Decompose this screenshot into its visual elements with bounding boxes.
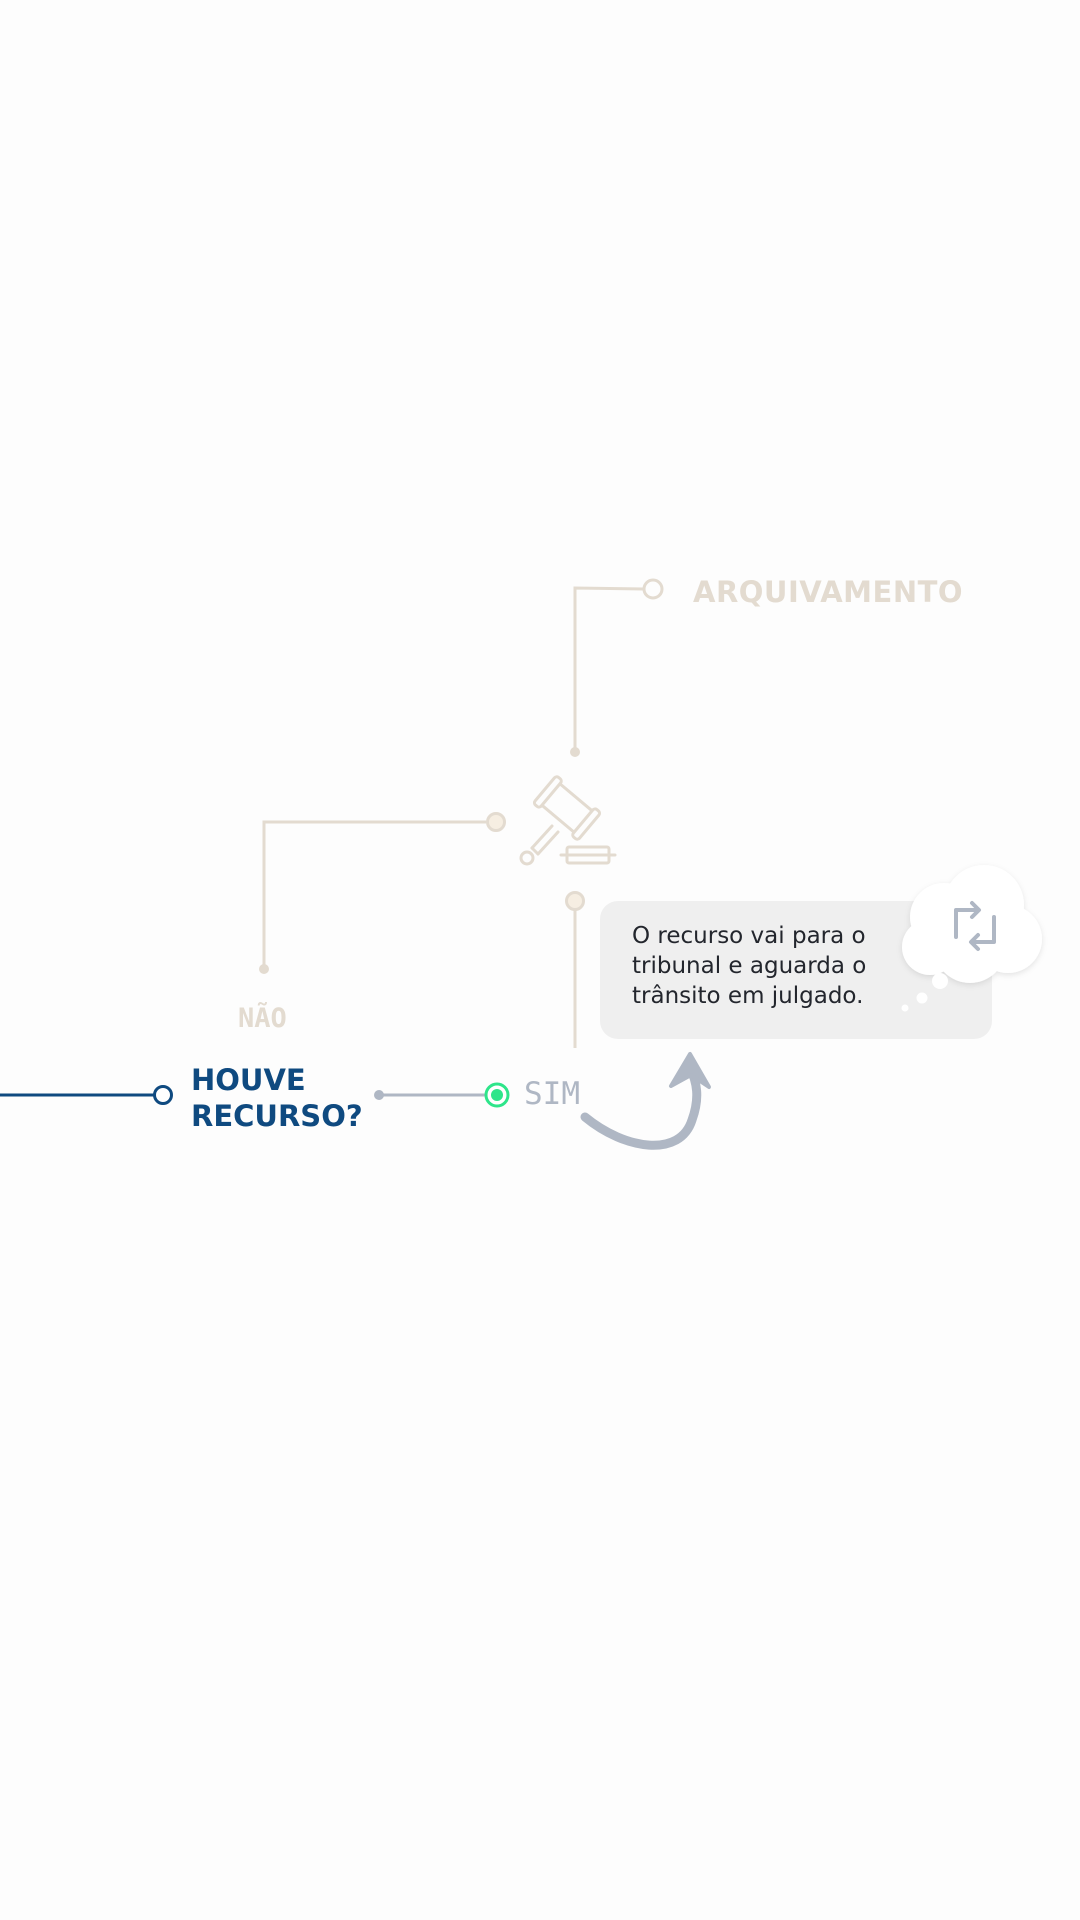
archive-node[interactable]: [642, 578, 664, 600]
gavel-left-node[interactable]: [486, 812, 506, 832]
curved-arrow-icon: [580, 1052, 711, 1150]
archive-connector-dot: [570, 747, 580, 757]
branch-no-label: NÃO: [238, 1002, 287, 1034]
gavel-icon: [530, 775, 617, 865]
swap-arrows-cloud-icon[interactable]: [890, 855, 1050, 1015]
question-line-2: RECURSO?: [191, 1099, 363, 1133]
branch-no-connector: [262, 820, 486, 967]
archive-connector: [573, 586, 645, 752]
archive-label: ARQUIVAMENTO: [693, 575, 963, 609]
question-out-dot: [374, 1090, 384, 1100]
branch-no-endpoint-dot: [259, 964, 269, 974]
tooltip-text: O recurso vai para o tribunal e aguarda …: [632, 923, 867, 1009]
sim-selected-dot: [491, 1089, 503, 1101]
question-line-1: HOUVE: [191, 1063, 306, 1097]
branch-yes-label: SIM: [524, 1076, 580, 1112]
question-node[interactable]: [153, 1085, 173, 1105]
gavel-handle-node: [519, 850, 535, 866]
gavel-bottom-node[interactable]: [565, 891, 585, 911]
